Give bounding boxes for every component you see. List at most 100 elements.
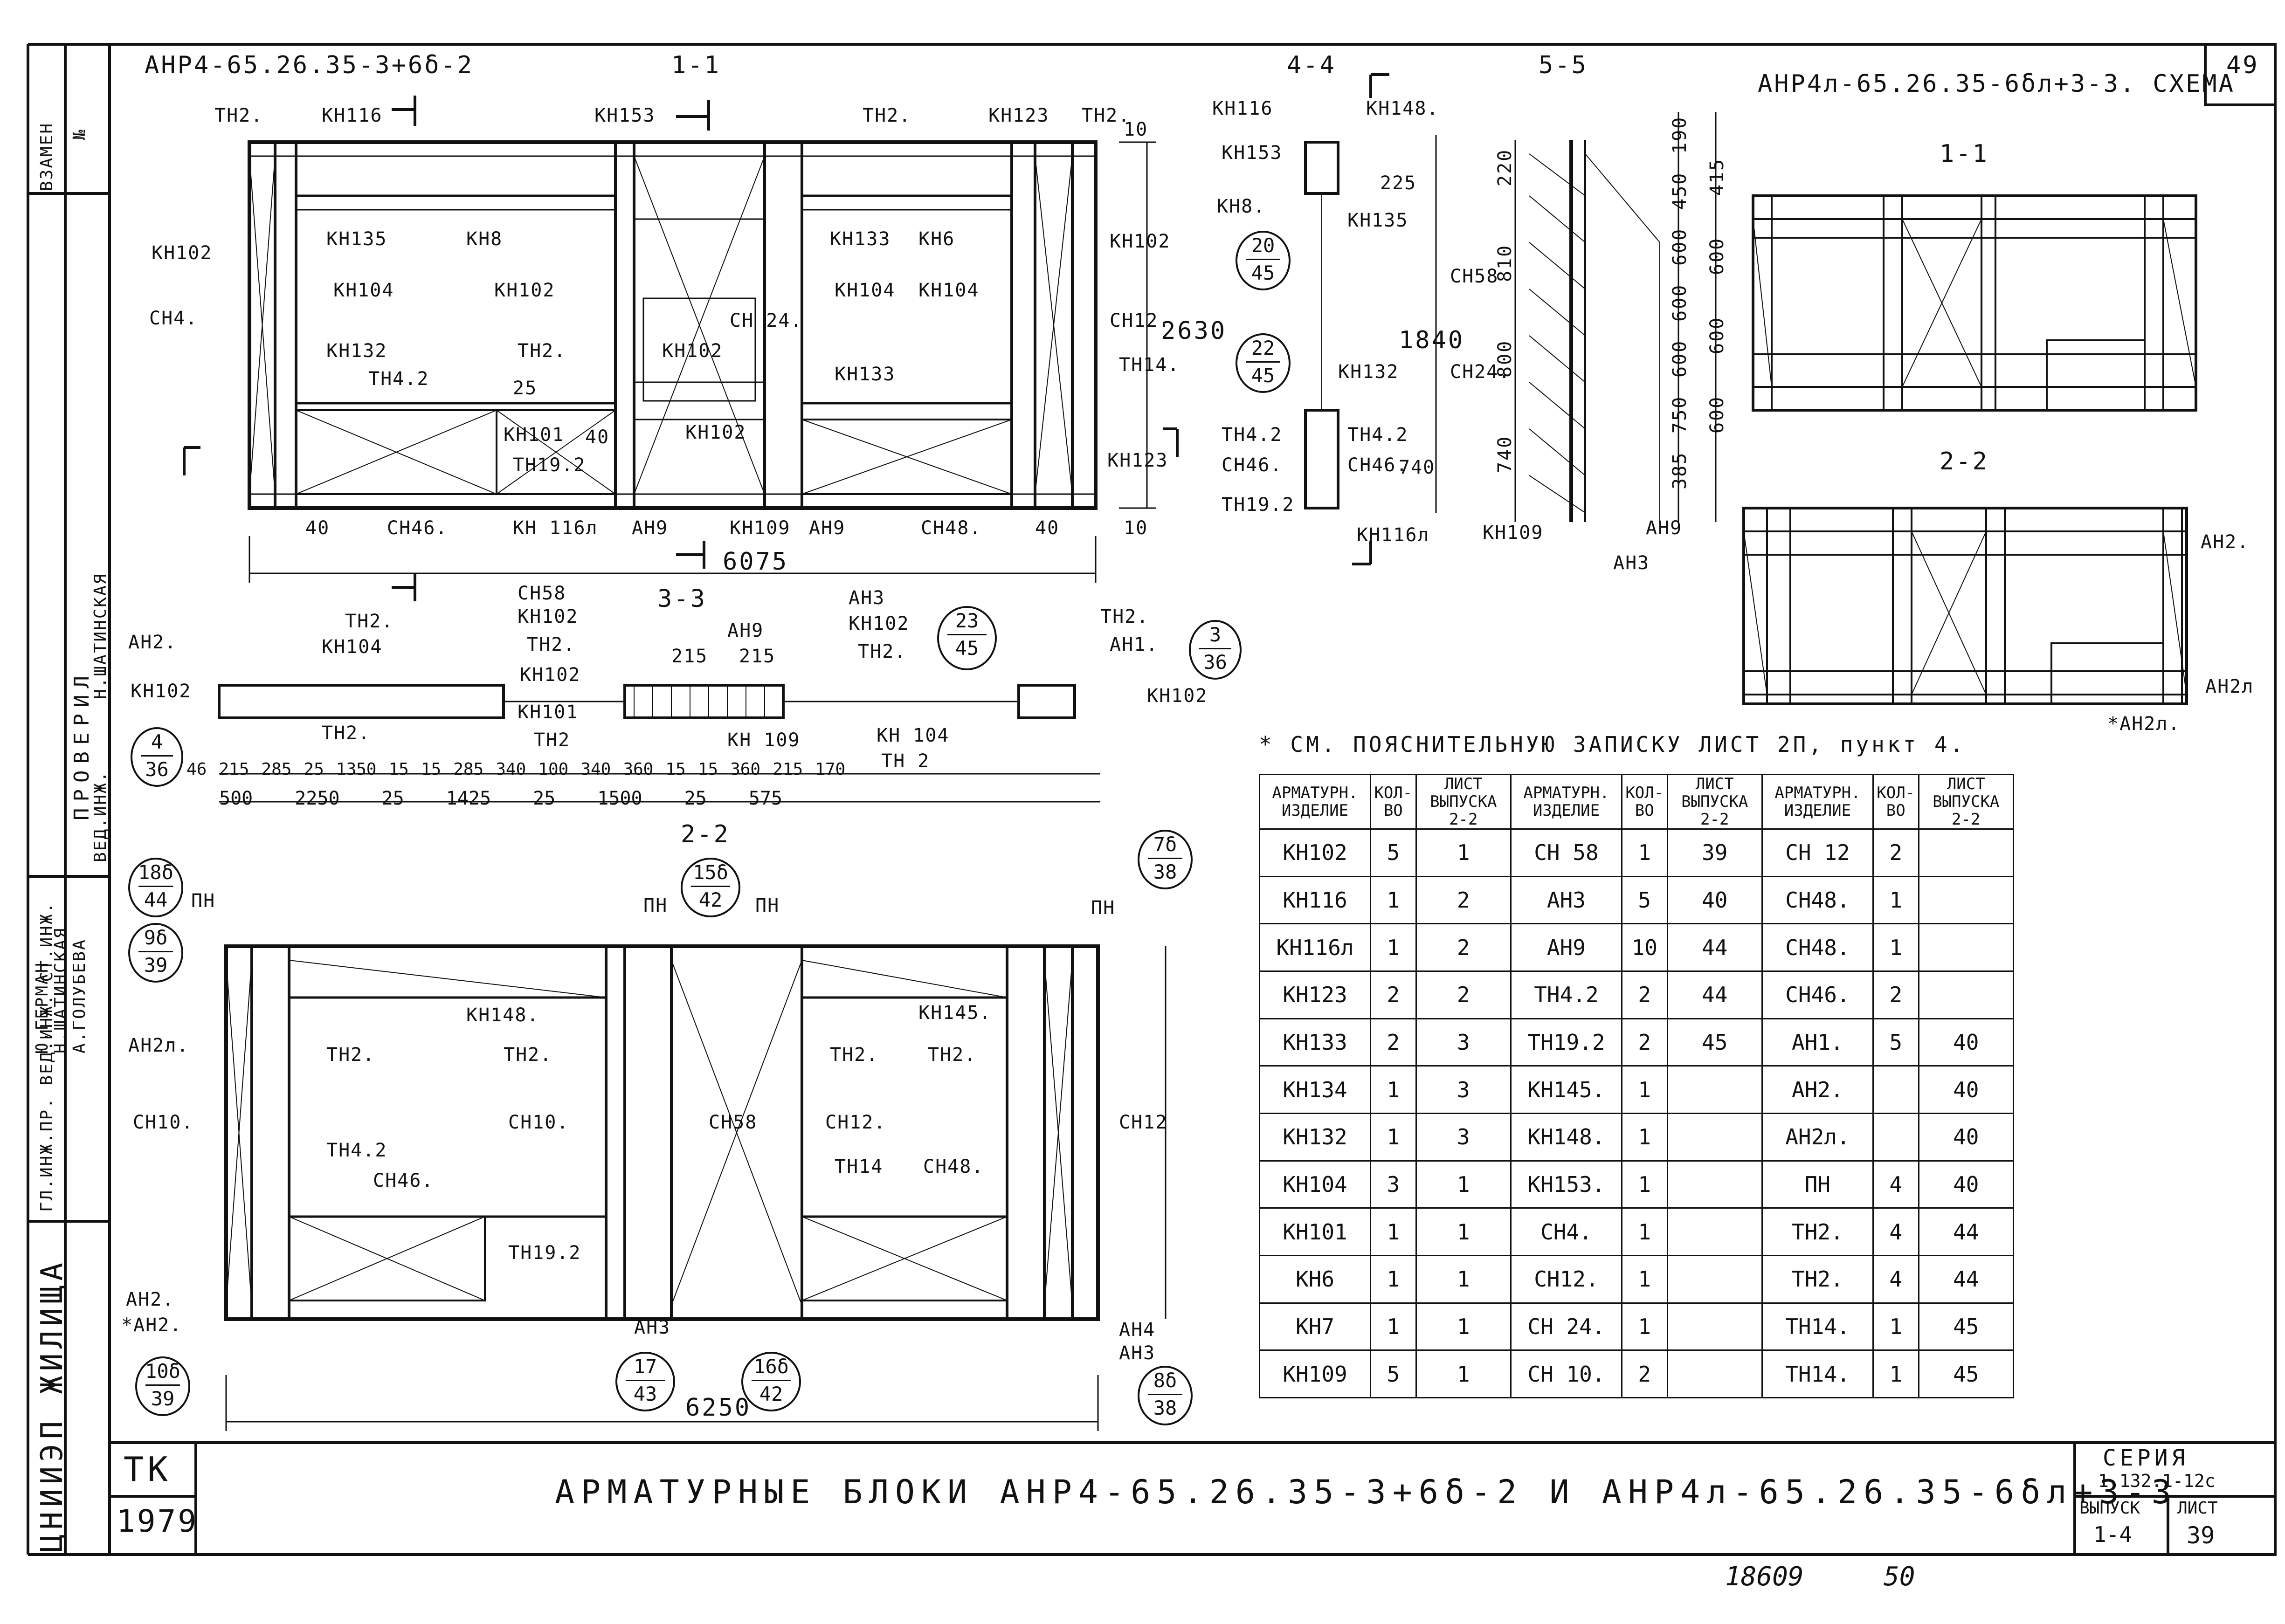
table-cell (1918, 875, 2015, 925)
dimension-value: 285 (453, 760, 484, 779)
dimension: 600 (1706, 316, 1728, 354)
label: КН145. (918, 1002, 992, 1024)
label: *АН2. (121, 1314, 182, 1336)
table-cell: АН2л. (1761, 1112, 1874, 1162)
dimension: 220 (1494, 148, 1516, 186)
section-5-5-title: 5-5 (1539, 51, 1588, 79)
table-cell: СН 24. (1510, 1302, 1622, 1351)
scheme-diagrams (1742, 194, 2197, 705)
label: ТН2. (527, 634, 576, 655)
dimension-value: 360 (623, 760, 654, 779)
table-cell: 4 (1872, 1254, 1919, 1304)
label: ПН (643, 895, 668, 916)
archive-number: 18609 (1725, 1562, 1804, 1592)
table-cell: 1 (1370, 1254, 1417, 1304)
label: КН116 (322, 105, 383, 126)
table-cell: КН7 (1259, 1302, 1371, 1351)
dimension: 215 (671, 646, 708, 667)
margin-no: № (70, 128, 89, 140)
label: СН 24. (730, 310, 803, 331)
label: ТН2. (830, 1044, 879, 1066)
dimension-value: 215 (219, 760, 249, 779)
dimension-value: 15 (421, 760, 442, 779)
label: КН8 (466, 228, 503, 250)
label: КН148. (1366, 98, 1439, 119)
table-cell: СН 12 (1761, 828, 1874, 877)
label: ТН2. (1100, 606, 1149, 627)
dimension: 40 (585, 427, 610, 448)
table-cell: КН104 (1259, 1160, 1371, 1209)
dimension: 740 (1494, 435, 1516, 473)
table-cell: 39 (1666, 828, 1763, 877)
table-cell: СН 10. (1510, 1349, 1622, 1398)
table-header-cell: ЛИСТ ВЫПУСКА 2-2 (1666, 774, 1763, 830)
table-cell: КН6 (1259, 1254, 1371, 1304)
series-label: СЕРИЯ (2103, 1445, 2189, 1471)
dimension: 600 (1669, 339, 1691, 378)
label: ТН4.2 (1347, 424, 1408, 446)
dimension: 25 (513, 378, 538, 399)
table-cell: 1 (1621, 1065, 1668, 1114)
dimension: 810 (1494, 244, 1516, 282)
dimension-value: 360 (730, 760, 761, 779)
label: КН 109 (727, 729, 801, 751)
dimension-value: 2250 (295, 788, 340, 809)
label: АН3 (849, 587, 885, 609)
table-cell: АН9 (1510, 923, 1622, 972)
table-cell: 1 (1872, 923, 1919, 972)
label: КН6 (918, 228, 955, 250)
table-cell: СН46. (1761, 970, 1874, 1019)
section-1-1-title: 1-1 (671, 51, 721, 79)
label: КН102 (520, 664, 581, 686)
label: КН102 (662, 340, 723, 362)
dimension-value: 170 (815, 760, 846, 779)
table-cell: 2 (1872, 970, 1919, 1019)
label: ТН2. (928, 1044, 977, 1066)
table-cell: 5 (1370, 1349, 1417, 1398)
label: СН10. (508, 1112, 569, 1133)
table-cell: 40 (1918, 1065, 2015, 1114)
scheme-1-1-title: 1-1 (1940, 140, 1989, 168)
dimension-value: 340 (580, 760, 611, 779)
table-cell: 1 (1370, 1112, 1417, 1162)
label: КН102 (685, 422, 746, 443)
table-cell: 44 (1918, 1254, 2015, 1304)
dimension-value: 25 (381, 788, 404, 809)
table-cell: 1 (1621, 1112, 1668, 1162)
label: КН123 (1107, 450, 1168, 471)
label: АН3 (1613, 552, 1650, 574)
label: КН148. (466, 1005, 539, 1026)
table-cell: 1 (1621, 1302, 1668, 1351)
dimension: 190 (1669, 116, 1691, 154)
label: *АН2л. (2107, 713, 2181, 735)
section-5-5 (1514, 112, 1717, 522)
table-cell: 44 (1666, 923, 1763, 972)
dimension: 600 (1669, 227, 1691, 266)
margin-proveril: ПРОВЕРИЛ (70, 669, 94, 820)
label: КН102 (131, 681, 192, 702)
label: АН9 (1646, 517, 1683, 539)
section-3-3-title: 3-3 (657, 585, 707, 613)
label: АН2. (126, 1289, 175, 1310)
dimension: 40 (305, 517, 330, 539)
dimension-overall-width: 6250 (685, 1394, 752, 1422)
label: АН9 (632, 517, 669, 539)
table-cell: КН133 (1259, 1018, 1371, 1067)
label: КН102 (1147, 685, 1208, 707)
table-cell (1918, 970, 2015, 1019)
label: ТН2. (322, 723, 371, 744)
table-cell: 1 (1415, 1160, 1512, 1209)
table-cell: СН 58 (1510, 828, 1622, 877)
table-header-cell: ЛИСТ ВЫПУСКА 2-2 (1415, 774, 1512, 830)
